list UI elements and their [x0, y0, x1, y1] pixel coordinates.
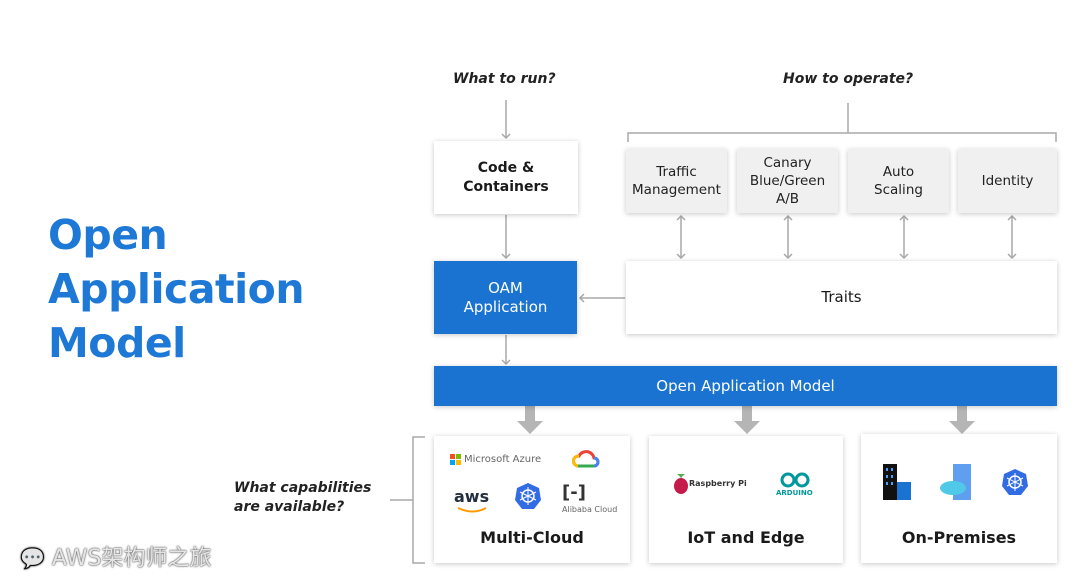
box-text: Identity — [981, 173, 1034, 189]
alibaba-cloud-icon: [-] — [562, 482, 586, 503]
google-cloud-icon — [572, 450, 600, 468]
azure-stack-icon — [940, 464, 971, 500]
capability-label: Multi-Cloud — [480, 528, 584, 547]
raspberry-pi-icon — [674, 474, 688, 494]
aws-smile-icon — [457, 507, 487, 513]
traits-box: Traits — [626, 261, 1057, 334]
box-text: Containers — [463, 178, 549, 195]
page-title: Open Application Model — [48, 208, 305, 370]
capabilities-bracket — [390, 436, 425, 564]
arduino-logo: ARDUINO — [776, 489, 813, 497]
kubernetes-icon — [1002, 469, 1028, 495]
thick-arrows — [517, 406, 975, 434]
aws-logo: aws — [454, 487, 490, 506]
box-text: Auto — [882, 164, 915, 180]
trait-identity: Identity — [958, 149, 1057, 213]
title-line: Model — [48, 319, 186, 367]
box-text: Management — [632, 182, 721, 198]
box-text: A/B — [775, 191, 800, 207]
capabilities-line: are available? — [234, 499, 345, 515]
box-text: Blue/Green — [749, 173, 826, 189]
thick-arrow — [517, 406, 543, 434]
open-application-model-bar: Open Application Model — [434, 366, 1057, 406]
kubernetes-icon — [515, 483, 541, 509]
azure-logo: Microsoft Azure — [450, 454, 541, 465]
datacenter-icon — [883, 464, 911, 500]
capability-label: On-Premises — [901, 528, 1017, 547]
code-containers-box: Code & Containers — [434, 141, 578, 214]
title-line: Application — [48, 265, 305, 313]
capability-label: IoT and Edge — [687, 528, 805, 547]
title-line: Open — [48, 211, 168, 259]
raspberry-pi-logo: Raspberry Pi — [689, 479, 747, 488]
capability-on-premises: On-Premises — [861, 434, 1057, 563]
box-text: Scaling — [874, 182, 923, 198]
box-text: Traffic — [656, 164, 697, 180]
watermark-text: AWS架构师之旅 — [51, 546, 212, 571]
watermark: 💬 AWS架构师之旅 — [20, 540, 211, 572]
box-text: Application — [463, 297, 548, 316]
microsoft-icon — [450, 454, 461, 465]
logo-text: Microsoft Azure — [464, 454, 542, 465]
what-to-run-label: What to run? — [453, 71, 556, 87]
capability-iot-edge: Raspberry Pi ARDUINO IoT and Edge — [649, 436, 843, 563]
thick-arrow — [734, 406, 760, 434]
capability-multi-cloud: Microsoft Azure aws [-] Alibaba Cloud Mu… — [434, 436, 630, 563]
thick-arrow — [949, 406, 975, 434]
box-text: Canary — [763, 155, 812, 171]
box-text: Code & — [477, 159, 535, 176]
alibaba-cloud-logo: Alibaba Cloud — [562, 505, 618, 514]
capabilities-line: What capabilities — [234, 480, 372, 496]
box-text: OAM — [488, 278, 523, 297]
wechat-icon: 💬 — [20, 546, 45, 570]
how-to-operate-label: How to operate? — [783, 71, 914, 87]
operate-bracket — [627, 103, 1057, 142]
arduino-icon — [780, 472, 810, 488]
capabilities-label: What capabilities are available? — [234, 479, 371, 517]
